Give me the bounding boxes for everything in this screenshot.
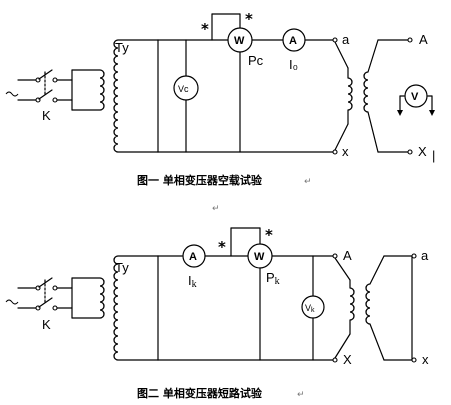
voltmeter-vk-main: V — [305, 303, 311, 313]
ac-source-icon — [5, 287, 37, 309]
ammeter-label: A — [189, 251, 197, 263]
figure-2-caption: 图二 单相变压器短路试验 — [137, 386, 263, 400]
wattmeter-star-voltage: * — [245, 10, 253, 28]
terminal-x-label: x — [342, 144, 349, 159]
terminal-A-label: A — [343, 248, 352, 263]
wattmeter-star-current: * — [218, 238, 226, 256]
power-label-sub: k — [275, 276, 280, 287]
wattmeter-label: W — [254, 251, 265, 263]
power-label-main: P — [266, 270, 275, 285]
terminal-a-label: a — [342, 32, 350, 47]
figure-1-open-circuit-test: K Ty Vc — [5, 10, 435, 187]
terminal-x-label: x — [422, 352, 429, 367]
hv-voltmeter-label: V — [411, 91, 419, 103]
power-label: Pk — [266, 270, 280, 287]
voltage-regulator-ty: Ty — [71, 255, 159, 361]
return-mark-1: ↵ — [304, 177, 312, 187]
voltmeter-vc-label: Vc — [178, 84, 189, 94]
switch-label: K — [42, 108, 51, 123]
switch-label: K — [42, 317, 51, 332]
voltmeter-vk-label: Vk — [305, 303, 315, 314]
terminal-a-label: a — [421, 248, 429, 263]
terminal-X-label: X — [418, 144, 427, 159]
current-label-sub: k — [192, 279, 197, 290]
ammeter-a: A I₀ — [282, 28, 306, 72]
terminal-x — [411, 357, 417, 363]
current-label: I₀ — [289, 57, 298, 72]
terminal-a — [411, 253, 417, 259]
wattmeter-star-voltage: * — [265, 226, 273, 244]
figure-2-short-circuit-test: K Ty A Ik W — [5, 226, 429, 400]
wattmeter-w: W * * Pc — [201, 10, 264, 153]
ammeter-a: A Ik — [182, 244, 206, 290]
terminal-X — [407, 149, 413, 155]
ammeter-label: A — [289, 35, 297, 47]
ac-source-icon — [5, 79, 37, 101]
wattmeter-star-current: * — [201, 20, 209, 38]
switch-k: K — [35, 69, 73, 123]
switch-k: K — [35, 277, 73, 332]
transformer-under-test — [334, 39, 409, 153]
voltage-regulator-ty: Ty — [71, 39, 159, 153]
transformer-under-test — [334, 255, 413, 361]
voltmeter-vk-sub: k — [311, 307, 315, 314]
return-mark-blank: ↵ — [212, 204, 220, 214]
current-label: Ik — [188, 273, 197, 290]
terminal-A-label: A — [419, 32, 428, 47]
power-label: Pc — [248, 53, 264, 68]
figure-1-caption: 图一 单相变压器空载试验 — [137, 173, 263, 187]
return-mark-2: ↵ — [297, 390, 305, 400]
wattmeter-label: W — [234, 35, 245, 47]
stray-mark: | — [432, 148, 435, 163]
voltmeter-vk: Vk — [301, 255, 325, 361]
regulator-label: Ty — [115, 40, 129, 55]
voltmeter-vc: Vc — [173, 39, 199, 153]
regulator-label: Ty — [115, 260, 129, 275]
terminal-A — [407, 37, 413, 43]
hv-voltmeter-v: V — [397, 84, 435, 116]
wattmeter-w: W * * Pk — [218, 226, 280, 361]
terminal-X-label: X — [343, 352, 352, 367]
current-label-main: I — [188, 273, 192, 288]
terminal-X — [332, 357, 338, 363]
